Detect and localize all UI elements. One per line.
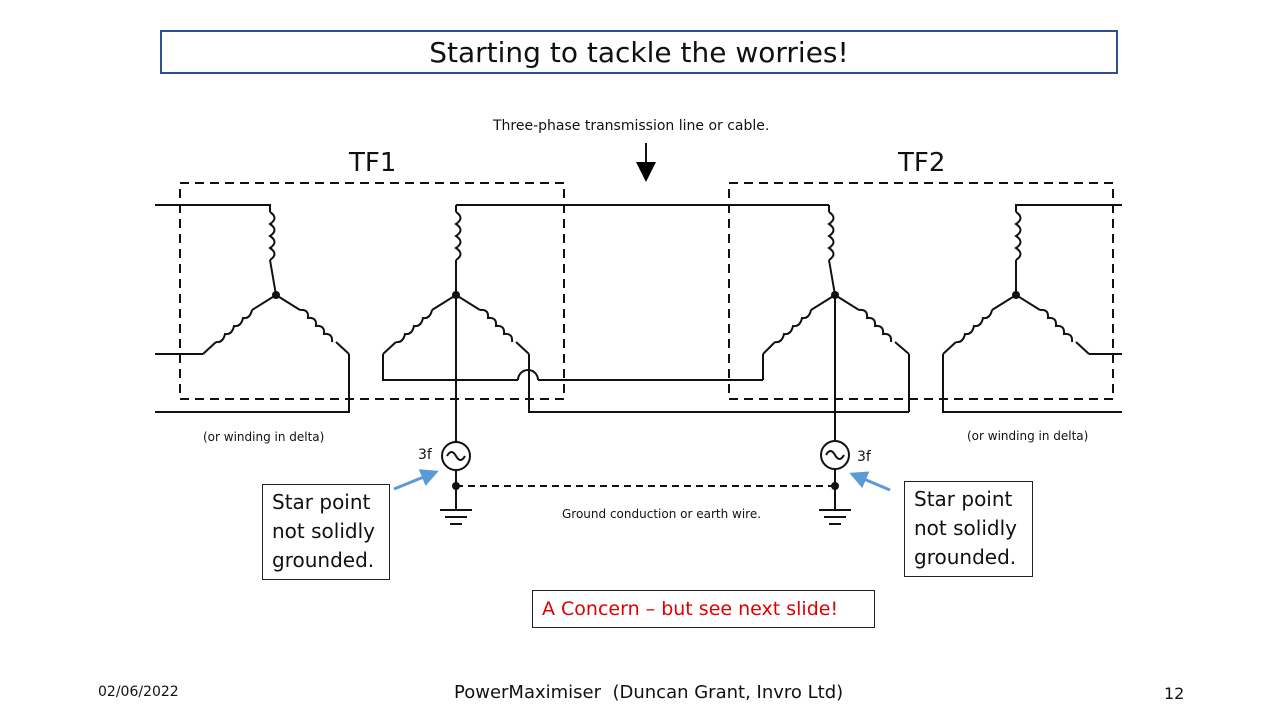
right-callout-arrow xyxy=(849,471,891,492)
tf2-secondary-winding xyxy=(762,205,910,442)
tf2-primary-winding xyxy=(942,204,1122,413)
ground-wire-label: Ground conduction or earth wire. xyxy=(562,507,762,521)
footer-page-number: 12 xyxy=(1164,684,1185,703)
concern-box: A Concern – but see next slide! xyxy=(532,590,875,628)
left-ground-icon xyxy=(440,509,472,525)
transmission-line-label: Three-phase transmission line or cable. xyxy=(493,118,770,134)
footer-date: 02/06/2022 xyxy=(98,684,179,700)
slide-title: Starting to tackle the worries! xyxy=(160,30,1118,74)
delta-right-label: (or winding in delta) xyxy=(967,429,1089,443)
delta-left-label: (or winding in delta) xyxy=(203,430,325,444)
tf1-primary-winding xyxy=(155,204,350,413)
right-ground-icon xyxy=(819,509,851,525)
tf2-boundary xyxy=(728,182,1114,400)
source-left-label: 3f xyxy=(418,447,432,463)
left-callout-arrow xyxy=(393,469,439,491)
right-callout: Star point not solidly grounded. xyxy=(904,481,1033,577)
tf1-secondary-winding xyxy=(382,204,909,442)
footer-title: PowerMaximiser (Duncan Grant, Invro Ltd) xyxy=(454,682,844,703)
tf1-boundary xyxy=(179,182,565,400)
tf1-label: TF1 xyxy=(349,148,397,178)
source-right-label: 3f xyxy=(857,449,871,465)
left-callout: Star point not solidly grounded. xyxy=(262,484,390,580)
tf2-label: TF2 xyxy=(898,148,946,178)
